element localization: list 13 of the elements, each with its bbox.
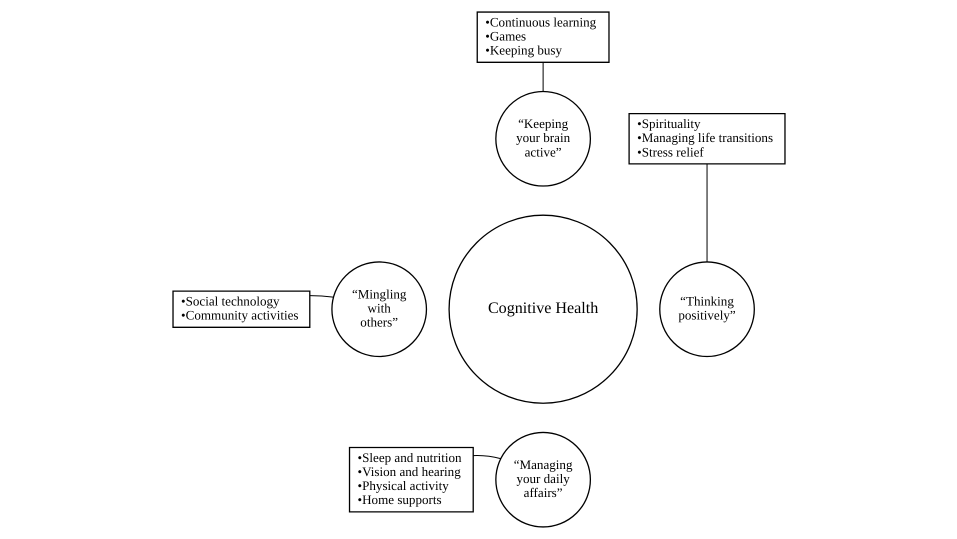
node-circle: “Keeping your brain active” bbox=[494, 90, 591, 187]
node-circle: “Thinking positively” bbox=[658, 261, 754, 358]
connector bbox=[472, 455, 500, 460]
connector bbox=[542, 62, 544, 92]
node-circle: Cognitive Health bbox=[448, 214, 638, 404]
node-circle: “Managing your daily affairs” bbox=[494, 432, 591, 528]
connector bbox=[706, 164, 708, 262]
connector bbox=[310, 295, 333, 298]
node-circle: “Mingling with others” bbox=[330, 261, 427, 358]
node-box: •Social technology •Community activities bbox=[172, 290, 310, 328]
node-box: •Sleep and nutrition •Vision and hearing •Physical activity •Home supports bbox=[348, 446, 474, 513]
node-box: •Spirituality •Managing life transitions •Stress relief bbox=[628, 112, 786, 165]
node-box: •Continuous learning •Games •Keeping busy bbox=[476, 11, 610, 63]
